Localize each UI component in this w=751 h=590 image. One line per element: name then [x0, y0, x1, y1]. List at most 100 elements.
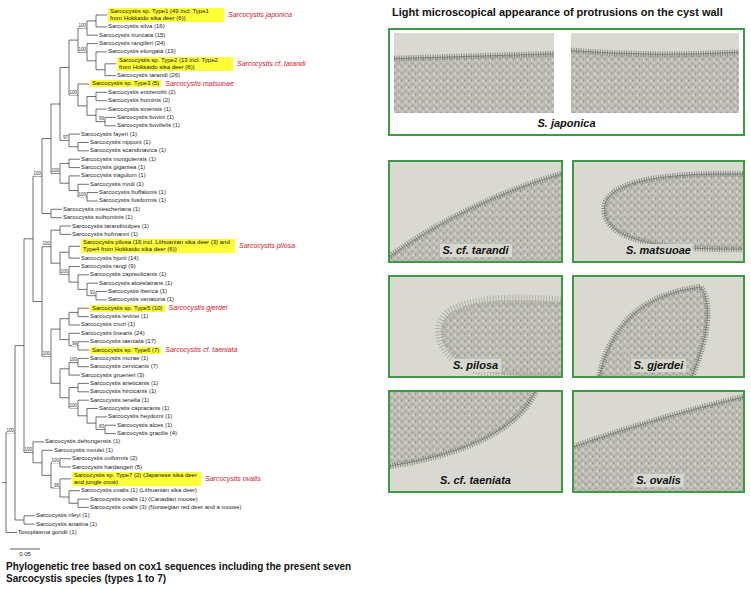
bootstrap-value: 99: [99, 116, 104, 121]
taxon-name: Sarcocystis alceslatrans (1): [99, 280, 172, 287]
bootstrap-value: 100: [52, 458, 60, 463]
tree-branch: [78, 358, 89, 359]
tree-branch: [78, 366, 89, 367]
tree-branch: [96, 299, 107, 300]
tree-branch: [15, 520, 24, 521]
tree-branch: [105, 433, 116, 434]
tree-branch: [51, 209, 62, 210]
bootstrap-value: 100: [79, 192, 87, 197]
tree-branch: [69, 266, 80, 267]
tree-branch: [51, 217, 62, 218]
tree-branch: [33, 301, 42, 302]
panel-label: S. cf. taeniata: [437, 474, 514, 487]
tree-branch: [51, 383, 60, 384]
bootstrap-value: 100: [43, 351, 51, 356]
tree-branch: [78, 289, 87, 290]
tree-branch: [87, 60, 96, 61]
taxon-name: Sarcocystis linearis (24): [81, 330, 145, 337]
bootstrap-value: 100: [52, 168, 60, 173]
tree-branch: [78, 150, 89, 151]
tree-branch: [87, 35, 98, 36]
micrograph-panel: S. matsuoae: [572, 160, 745, 263]
taxon-name: Sarcocystis hofmanni (1): [72, 231, 138, 238]
taxon-name: Sarcocystis moulei (1): [54, 447, 113, 454]
taxon-name: Sarcocystis fusiformis (1): [99, 197, 166, 204]
taxon-name: Sarcocystis ovalis (1) (Lithuanian sika …: [81, 487, 197, 494]
tree-branch: [78, 308, 89, 309]
tree-branch: [69, 246, 80, 247]
tree-branch: [15, 345, 24, 346]
tree-branch: [78, 184, 89, 185]
tree-branch: [60, 467, 71, 468]
panel-label: S. cf. tarandi: [439, 244, 511, 257]
tree-branch: [42, 450, 53, 451]
tree-branch: [96, 69, 105, 70]
tree-branch: [105, 75, 116, 76]
tree-branch: [96, 291, 107, 292]
taxon-name: Sarcocystis pilosa (16 incl. Lithuanian …: [83, 239, 230, 252]
tree-branch: [78, 350, 89, 351]
taxon-name: Sarcocystis gigantea (1): [81, 164, 145, 171]
tree-branch: [87, 20, 96, 21]
tree-branch: [60, 478, 71, 479]
species-name: Sarcocystis cf. taeniata: [165, 346, 237, 354]
taxon-name: Sarcocystis rivuli (1): [90, 181, 144, 188]
tree-branch: [42, 213, 51, 214]
tree-branch: [69, 167, 80, 168]
micrograph-image: [390, 162, 561, 261]
tree-branch: [87, 408, 98, 409]
species-name: Sarcocystis matsuoae: [165, 80, 233, 88]
highlighted-taxon: Sarcocystis sp. Type6 (7): [90, 347, 161, 354]
scale-bar: [10, 549, 40, 550]
tree-branch: [105, 125, 116, 126]
bootstrap-value: 100: [34, 171, 42, 176]
tree-branch: [60, 339, 69, 340]
tree-branch: [69, 40, 78, 41]
taxon-name: Sarcocystis rileyi (1): [36, 512, 90, 519]
tree-branch: [69, 175, 80, 176]
tree-branch: [60, 458, 71, 459]
tree-branch: [60, 397, 69, 398]
tree-branch: [96, 15, 107, 16]
tree-branch: [60, 183, 69, 184]
taxon-name: Sarcocystis alces (1): [117, 422, 172, 429]
tree-branch: [51, 329, 60, 330]
micrograph-panel: S. cf. tarandi: [388, 160, 563, 263]
tree-branch: [51, 230, 60, 231]
tree-branch: [69, 333, 80, 334]
tree-branch: [69, 159, 80, 160]
tree-branch: [96, 109, 107, 110]
tree-branch: [78, 274, 89, 275]
tree-branch: [33, 462, 42, 463]
species-name: Sarcocystis gjerdei: [169, 304, 228, 312]
taxon-name: Sarcocystis morae (1): [90, 355, 148, 362]
tree-branch: [87, 201, 98, 202]
taxon-name: Sarcocystis hardangeri (5): [72, 464, 142, 471]
tree-branch: [69, 282, 78, 283]
taxon-name: Sarcocystis sp. Type6 (7): [92, 347, 159, 353]
micrograph-panel: S. japonica: [388, 28, 745, 136]
taxon-name: Sarcocystis gracilis (4): [117, 430, 177, 437]
taxon-name: Sarcocystis bovifelis (1): [117, 122, 180, 129]
tree-branch: [87, 192, 98, 193]
tree-branch: [78, 142, 89, 143]
tree-branch: [87, 43, 98, 44]
taxon-name: Sarcocystis fayeri (1): [81, 131, 137, 138]
panel-label: S. ovalis: [633, 474, 684, 487]
tree-branch: [78, 84, 89, 85]
species-name: Sarcocystis ovalis: [205, 475, 261, 483]
highlighted-taxon: Sarcocystis sp. Type2 (13 incl. Type2 fr…: [117, 57, 233, 71]
taxon-name: Sarcocystis capreolicanis (1): [90, 271, 166, 278]
taxon-name: Sarcocystis miescheriana (1): [63, 206, 140, 213]
tree-branch: [78, 507, 89, 508]
tree-branch: [24, 524, 35, 525]
species-name: Sarcocystis cf. tarandi: [237, 60, 305, 68]
tree-branch: [60, 163, 69, 164]
taxon-name: Sarcocystis hircicanis (1): [90, 388, 156, 395]
bootstrap-value: 99: [72, 341, 77, 346]
micrograph-image: [390, 392, 561, 491]
taxon-name: Sarcocystis suihominis (1): [63, 214, 133, 221]
taxon-name: Sarcocystis entzerothi (2): [108, 89, 176, 96]
tree-branch: [96, 92, 107, 93]
